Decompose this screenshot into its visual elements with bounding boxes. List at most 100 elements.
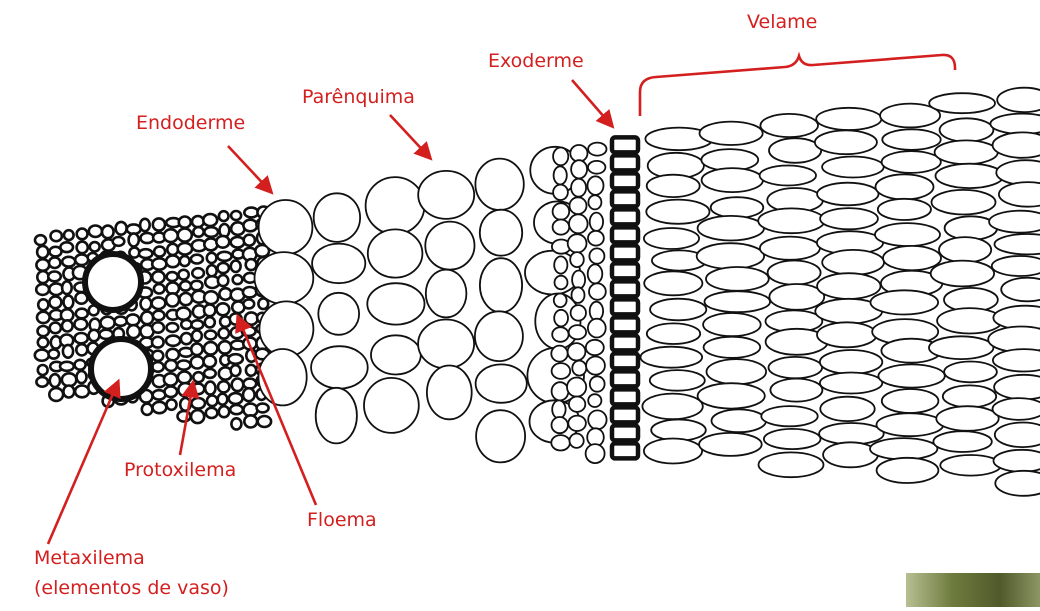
cell [177,308,191,320]
velame-cell [698,216,764,241]
cell [476,410,525,462]
velame-cell [816,108,881,130]
cell [586,340,604,355]
cell [63,386,74,398]
cell [193,227,203,237]
cell [259,349,307,405]
cell [204,369,216,378]
velame-cell [823,442,878,467]
label-protoxilema: Protoxilema [124,458,236,482]
cell [207,396,217,407]
velame-cell [820,208,878,229]
label-velame: Velame [747,10,817,34]
cell [553,220,570,235]
velame-cell [875,223,940,246]
velame-cell [819,423,884,444]
cell [60,362,74,371]
velame-cell [711,197,764,218]
velame-cell [990,114,1040,134]
cell [191,281,203,290]
cell [36,259,49,271]
cell [205,382,215,395]
cell [181,333,192,344]
cell [231,261,241,272]
cell [418,171,474,219]
exoderme-cell [612,299,638,314]
cell [567,378,586,397]
cell [572,271,585,289]
cell [191,410,204,423]
cell [314,193,360,242]
cell [231,211,241,220]
cell [570,434,584,448]
cell [164,229,178,242]
velame-cell [999,182,1040,207]
cell [126,314,139,325]
cell [37,312,50,323]
cell [204,291,218,304]
cell [218,263,229,273]
cell [367,283,424,324]
cell [191,344,202,356]
cell [219,341,232,353]
cell [181,320,191,329]
cell [426,270,467,318]
velame-cell [1001,278,1040,302]
cell-layer [35,88,1040,496]
cell [38,326,49,336]
cell [75,386,89,398]
exoderme-cell [612,425,638,440]
velame-cell [817,273,880,299]
cell [64,230,74,240]
cell [589,283,606,299]
exoderme-cell [612,443,638,458]
cell [318,293,359,335]
exoderme-cell [612,227,638,242]
velame-cell [929,336,993,359]
velame-cell [939,237,991,262]
exoderme-cell [612,317,638,332]
cell [570,197,587,214]
cell [166,293,179,306]
cell [35,350,49,361]
cell [51,231,62,241]
cell [231,365,241,376]
cell [192,216,204,227]
cell [49,349,59,358]
exoderme-cell [612,353,638,368]
cell [154,284,165,293]
velame-cell [644,439,702,464]
velame-cell [994,450,1040,472]
velame-cell [883,246,941,270]
cell [366,177,425,234]
cell [552,363,571,379]
cell [217,303,230,315]
cell [552,382,569,400]
velame-cell [878,364,944,387]
cell [192,268,204,278]
cell [167,399,177,409]
cell [207,265,217,276]
cell [476,364,527,402]
velame-cell [644,228,699,249]
cell [167,323,179,332]
cell [588,264,603,283]
exoderme-cell [612,389,638,404]
velame-cell [697,243,764,269]
cell [140,219,150,231]
cell [588,410,606,429]
cell [218,275,228,286]
cell [152,322,164,332]
cell [554,294,567,308]
cell [180,281,191,290]
cell [165,386,178,397]
velame-cell [931,261,994,287]
cell [193,372,203,382]
cell [62,281,72,294]
velame-cell [644,271,702,295]
velame-cell [995,423,1040,448]
velame-cell [940,455,1001,476]
velame-cell [995,234,1040,254]
exoderme-cell [612,209,638,224]
